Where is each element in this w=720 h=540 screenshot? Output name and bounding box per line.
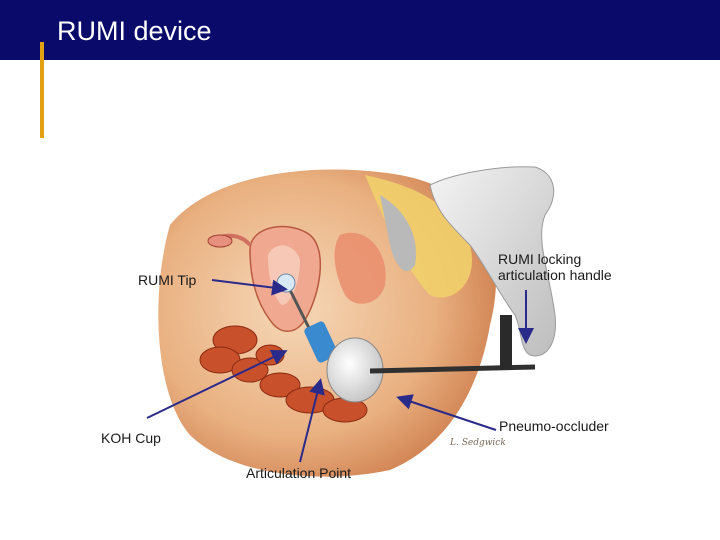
anatomical-illustration: L. Sedgwick bbox=[150, 155, 570, 485]
label-rumi-handle-line2: articulation handle bbox=[498, 267, 612, 283]
accent-bar bbox=[40, 42, 44, 138]
label-rumi-handle-line1: RUMI locking bbox=[498, 251, 612, 267]
label-pneumo-occluder: Pneumo-occluder bbox=[499, 418, 609, 434]
label-articulation-point: Articulation Point bbox=[246, 465, 351, 481]
label-koh-cup: KOH Cup bbox=[101, 430, 161, 446]
svg-text:L. Sedgwick: L. Sedgwick bbox=[449, 438, 506, 448]
slide-title: RUMI device bbox=[57, 18, 212, 45]
label-rumi-handle: RUMI locking articulation handle bbox=[498, 251, 612, 283]
label-rumi-tip: RUMI Tip bbox=[138, 272, 196, 288]
